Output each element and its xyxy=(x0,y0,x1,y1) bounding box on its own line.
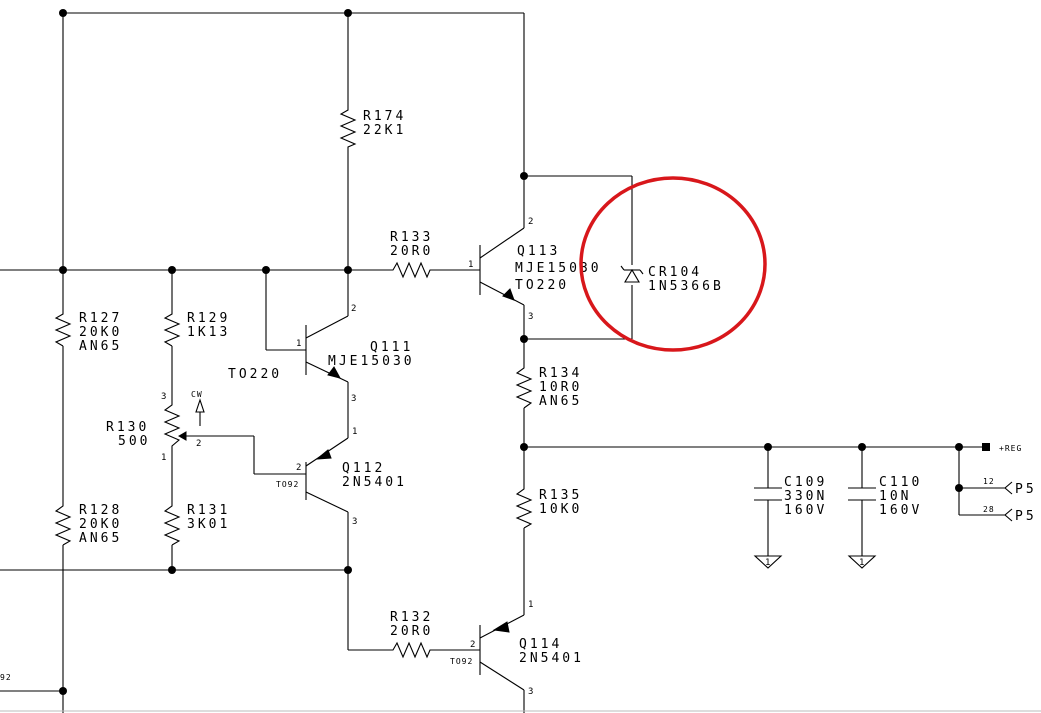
r127-ref: R127 xyxy=(79,311,122,326)
net-label-reg: +REG xyxy=(982,443,1022,453)
resistor-r132: R132 20R0 xyxy=(388,610,433,659)
q111-pin-3: 3 xyxy=(351,394,356,404)
r129-value: 1K13 xyxy=(187,325,230,340)
r128-value: 20K0 xyxy=(79,517,122,532)
connector-name-12: P5 xyxy=(1015,482,1037,497)
resistor-r135: R135 10K0 xyxy=(515,483,582,529)
connector-name-28: P5 xyxy=(1015,509,1037,524)
q112-package: TO92 xyxy=(276,480,299,489)
q113-part: MJE15030 xyxy=(515,261,602,276)
q112-pin-1: 1 xyxy=(352,427,357,437)
r130-value: 500 xyxy=(118,434,150,449)
connector-p5-28: 28 P5 xyxy=(983,505,1037,524)
r174-ref: R174 xyxy=(363,109,406,124)
q114-part: 2N5401 xyxy=(519,651,584,666)
r131-ref: R131 xyxy=(187,503,230,518)
q113-package: TO220 xyxy=(515,278,569,293)
r132-value: 20R0 xyxy=(390,624,433,639)
q112-part: 2N5401 xyxy=(342,475,407,490)
q112-pin-2: 2 xyxy=(296,463,301,473)
q112-ref: Q112 xyxy=(342,461,385,476)
transistor-q111: 1 2 3 Q111 MJE15030 TO220 xyxy=(228,304,415,404)
q112-pin-3: 3 xyxy=(352,517,357,527)
q111-package: TO220 xyxy=(228,367,282,382)
resistor-r128: R128 20K0 AN65 xyxy=(54,500,122,546)
r133-ref: R133 xyxy=(390,230,433,245)
q114-package: TO92 xyxy=(450,657,473,666)
transistor-q114: 2 1 3 Q114 2N5401 TO92 xyxy=(450,600,584,697)
c109-voltage: 160V xyxy=(784,503,827,518)
q113-pin-2: 2 xyxy=(528,217,533,227)
c110-voltage: 160V xyxy=(879,503,922,518)
resistor-r133: R133 20R0 xyxy=(388,230,433,279)
connector-p5-12: 12 P5 xyxy=(983,477,1037,497)
c110-ref: C110 xyxy=(879,475,922,490)
r130-pin-2: 2 xyxy=(196,439,201,449)
q111-part: MJE15030 xyxy=(328,354,415,369)
r130-ref: R130 xyxy=(106,420,149,435)
r134-value: 10R0 xyxy=(539,380,582,395)
resistor-r134: R134 10R0 AN65 xyxy=(515,362,582,409)
q114-pin-3: 3 xyxy=(528,687,533,697)
potentiometer-r130: R130 500 3 2 1 CW xyxy=(106,390,205,463)
q114-ref: Q114 xyxy=(519,637,562,652)
q114-pin-2: 2 xyxy=(470,640,475,650)
r127-type: AN65 xyxy=(79,339,122,354)
q111-pin-2: 2 xyxy=(351,304,356,314)
diode-cr104: CR104 1N5366B xyxy=(620,265,724,294)
q113-pin-3: 3 xyxy=(528,312,533,322)
r127-value: 20K0 xyxy=(79,325,122,340)
r128-ref: R128 xyxy=(79,503,122,518)
reg-label: +REG xyxy=(999,444,1022,453)
connector-pin-28: 28 xyxy=(983,505,995,514)
c110-ground-label: 1 xyxy=(859,558,864,568)
wires xyxy=(0,12,1005,713)
cw-label: CW xyxy=(191,390,203,399)
connector-pin-12: 12 xyxy=(983,477,995,486)
capacitor-c109: C109 330N 160V 1 xyxy=(753,475,827,569)
r135-value: 10K0 xyxy=(539,502,582,517)
transistor-q112: 2 1 3 Q112 2N5401 TO92 xyxy=(276,427,407,527)
highlight-circle xyxy=(579,176,767,352)
resistor-r174: R174 22K1 xyxy=(339,105,406,150)
c109-ref: C109 xyxy=(784,475,827,490)
c110-value: 10N xyxy=(879,489,911,504)
cr104-part: 1N5366B xyxy=(648,279,724,294)
q113-pin-1: 1 xyxy=(468,260,473,270)
resistor-r131: R131 3K01 xyxy=(163,500,230,546)
r135-ref: R135 xyxy=(539,488,582,503)
r131-value: 3K01 xyxy=(187,517,230,532)
capacitor-c110: C110 10N 160V 1 xyxy=(847,475,922,569)
q114-pin-1: 1 xyxy=(528,600,533,610)
r134-type: AN65 xyxy=(539,394,582,409)
q111-pin-1: 1 xyxy=(296,339,301,349)
r130-pin-3: 3 xyxy=(161,392,166,402)
r174-value: 22K1 xyxy=(363,123,406,138)
q111-ref: Q111 xyxy=(370,340,413,355)
r134-ref: R134 xyxy=(539,366,582,381)
resistor-r127: R127 20K0 AN65 xyxy=(54,310,122,354)
q113-ref: Q113 xyxy=(517,244,560,259)
c109-value: 330N xyxy=(784,489,827,504)
c109-ground-label: 1 xyxy=(765,558,770,568)
r132-ref: R132 xyxy=(390,610,433,625)
r130-pin-1: 1 xyxy=(161,453,166,463)
r129-ref: R129 xyxy=(187,311,230,326)
r133-value: 20R0 xyxy=(390,244,433,259)
cr104-ref: CR104 xyxy=(648,265,702,280)
junction-dots xyxy=(59,9,963,695)
edge-label: 92 xyxy=(0,673,12,682)
transistor-q113: 1 2 3 Q113 MJE15030 TO220 xyxy=(468,217,602,322)
r128-type: AN65 xyxy=(79,531,122,546)
resistor-r129: R129 1K13 xyxy=(163,310,230,347)
